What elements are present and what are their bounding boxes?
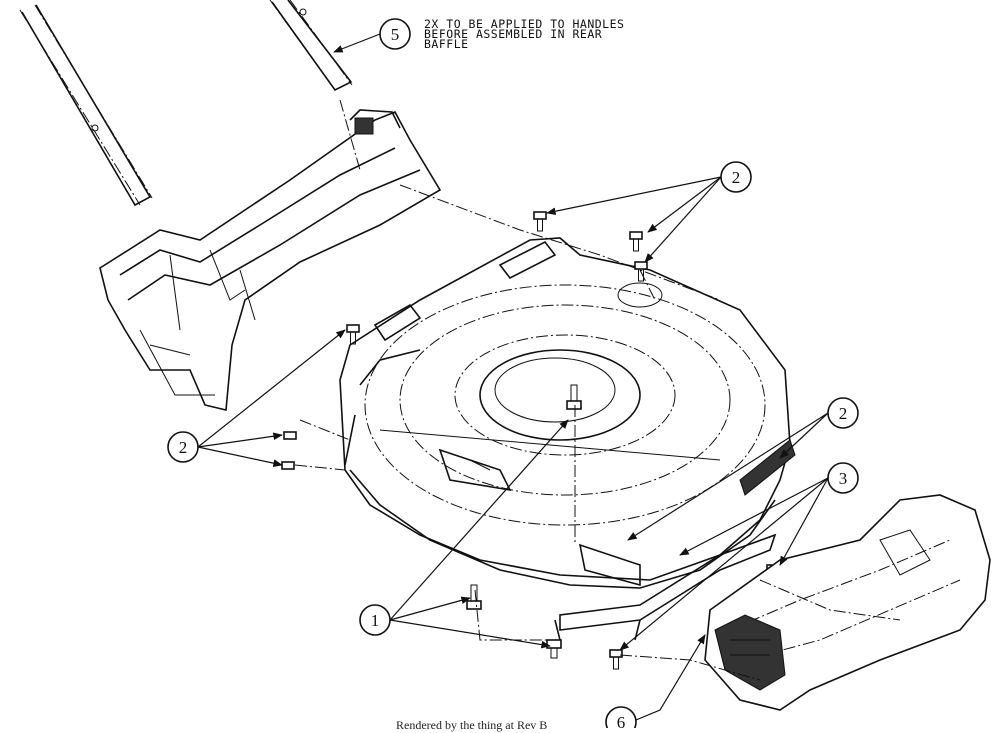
callout-2-top: 2 (720, 161, 752, 193)
callout-5: 5 (379, 18, 411, 50)
discharge-chute (704, 494, 991, 711)
bolt-left-3 (281, 461, 295, 470)
callout-2-right: 2 (827, 397, 859, 429)
bolt-right-1 (533, 211, 547, 232)
callout-2-right-label: 2 (839, 404, 848, 423)
callout-2-left-label: 2 (179, 438, 188, 457)
callout-1-label: 1 (371, 611, 380, 630)
callout-2-left: 2 (167, 431, 199, 463)
bolt-right-2 (629, 231, 643, 252)
callout-5-label: 5 (391, 25, 400, 44)
callout-leaders (197, 33, 829, 721)
bolt-left-2 (283, 431, 297, 440)
callout-6-label: 6 (617, 713, 626, 728)
clipped-footer-text: Rendered by the thing at Rev B (396, 718, 548, 732)
bolts (281, 211, 780, 670)
callout-1: 1 (359, 604, 391, 636)
bolt-lower-2 (546, 639, 562, 659)
bolt-right-3 (634, 261, 648, 282)
bolt-left-1 (346, 324, 360, 345)
mower-deck (339, 237, 796, 589)
handle-tubes (19, 0, 353, 207)
assembly-note-line-2: BEFORE ASSEMBLED IN REAR (424, 27, 603, 41)
bolt-side-2 (609, 649, 623, 670)
alignment-lines (294, 99, 901, 681)
assembly-note-line-3: BAFFLE (424, 37, 469, 51)
callout-6: 6 (605, 706, 637, 728)
callout-3-label: 3 (839, 469, 848, 488)
assembly-note-line-1: 2X TO BE APPLIED TO HANDLES (424, 17, 625, 31)
callout-3: 3 (827, 462, 859, 494)
bolt-lower-1 (466, 584, 482, 610)
assembly-note: 2X TO BE APPLIED TO HANDLES BEFORE ASSEM… (424, 17, 704, 51)
bolt-blade (566, 384, 582, 410)
callout-2-top-label: 2 (732, 168, 741, 187)
rear-baffle (99, 109, 442, 411)
